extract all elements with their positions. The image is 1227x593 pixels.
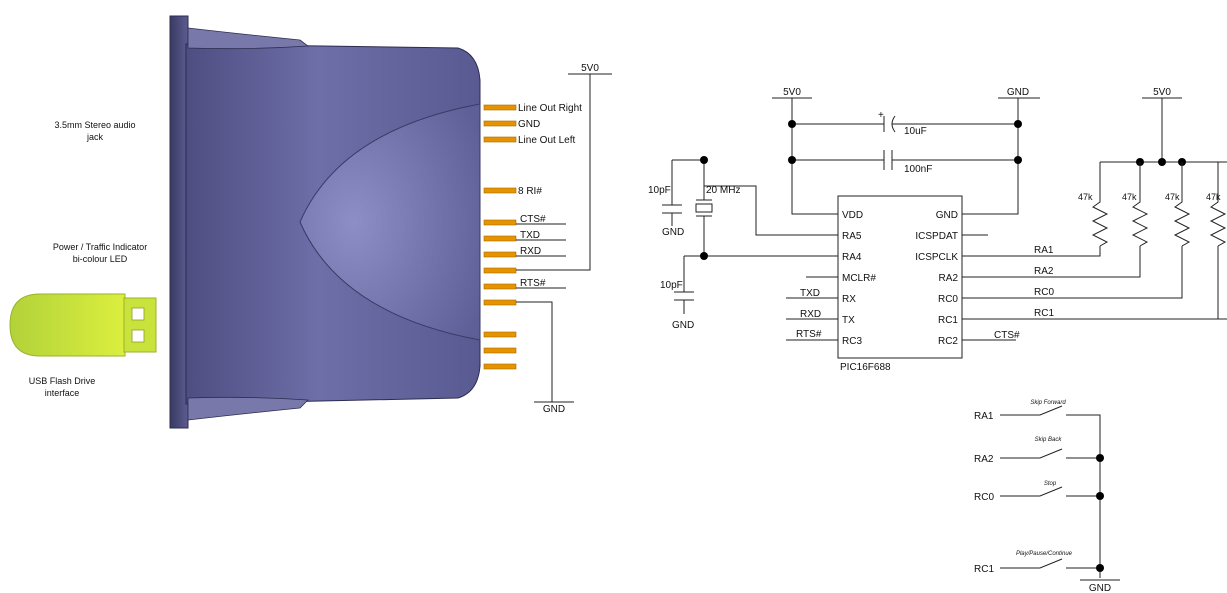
pin-label-txd: TXD — [520, 230, 540, 241]
audio-jack-label-2: jack — [86, 132, 104, 142]
pin-5v — [483, 267, 517, 274]
xcap1-label: 10pF — [648, 185, 671, 196]
pin-rxd — [483, 251, 517, 258]
chip-pin-rc1: RC1 — [938, 315, 958, 326]
pin-label-rts: RTS# — [520, 278, 546, 289]
cap-10uf-label: 10uF — [904, 126, 927, 137]
switch-net-rc0: RC0 — [974, 492, 994, 503]
cap-100nf-label: 100nF — [904, 164, 932, 175]
switch-stop-label: Stop — [1044, 481, 1057, 487]
xcap2-label: 10pF — [660, 280, 683, 291]
net-rxd-label: RXD — [800, 309, 821, 320]
chip-pin-rc3: RC3 — [842, 336, 862, 347]
pic16f688-chip — [837, 195, 963, 359]
chip-pin-rc0: RC0 — [938, 294, 958, 305]
switch-section — [1000, 405, 1120, 581]
chip-pin-icspdat: ICSPDAT — [915, 231, 958, 242]
usb-label-1: USB Flash Drive — [29, 376, 96, 386]
pullup-5v-label: 5V0 — [1153, 87, 1171, 98]
mcu-power-section — [772, 97, 1040, 215]
pin-line-out-left — [483, 136, 517, 143]
chip-right-wires — [962, 234, 1227, 341]
xcap2-gnd-label: GND — [672, 320, 694, 331]
switch-net-ra1: RA1 — [974, 411, 994, 422]
chip-pin-gnd: GND — [936, 210, 958, 221]
chip-pin-tx: TX — [842, 315, 855, 326]
pin-nc-2 — [483, 347, 517, 354]
mcu-gnd-label: GND — [1007, 87, 1029, 98]
pin-txd — [483, 235, 517, 242]
switch-skip-back-label: Skip Back — [1035, 437, 1063, 443]
switch-play-label: Play/Pause/Continue — [1016, 551, 1073, 557]
net-cts-label: CTS# — [994, 330, 1020, 341]
switch-net-ra2: RA2 — [974, 454, 994, 465]
chip-pin-mclr: MCLR# — [842, 273, 876, 284]
usb-flash-drive-icon — [9, 293, 157, 357]
chip-pin-vdd: VDD — [842, 210, 863, 221]
pullup-3-label: 47k — [1165, 192, 1180, 202]
led-label-1: Power / Traffic Indicator — [53, 242, 147, 252]
net-ra2-label: RA2 — [1034, 266, 1054, 277]
crystal-section — [662, 156, 713, 314]
pin-nc-1 — [483, 331, 517, 338]
module-pins — [483, 104, 517, 370]
pin-gnd-2 — [483, 299, 517, 306]
pullup-1-label: 47k — [1078, 192, 1093, 202]
switch-skip-forward-label: Skip Forward — [1030, 400, 1066, 406]
module-5v-label: 5V0 — [581, 63, 599, 74]
module-body — [169, 15, 481, 429]
usb-label-2: interface — [45, 388, 80, 398]
pin-label-gnd: GND — [518, 119, 540, 130]
switch-net-rc1: RC1 — [974, 564, 994, 575]
led-label-2: bi-colour LED — [73, 254, 128, 264]
module-wires — [516, 73, 612, 403]
net-ra1-label: RA1 — [1034, 245, 1054, 256]
chip-part-label: PIC16F688 — [840, 362, 891, 373]
audio-jack-label-1: 3.5mm Stereo audio — [54, 120, 135, 130]
xcap1-gnd-label: GND — [662, 227, 684, 238]
pin-label-cts: CTS# — [520, 214, 546, 225]
pin-label-line-out-right: Line Out Right — [518, 103, 582, 114]
cap-polarity-mark: + — [878, 110, 884, 121]
chip-pin-ra5: RA5 — [842, 231, 862, 242]
pin-cts — [483, 219, 517, 226]
net-rts-label: RTS# — [796, 329, 822, 340]
pin-ri — [483, 187, 517, 194]
net-txd-label: TXD — [800, 288, 820, 299]
chip-pin-rx: RX — [842, 294, 856, 305]
net-rc0-label: RC0 — [1034, 287, 1054, 298]
pin-rts — [483, 283, 517, 290]
pin-line-out-right — [483, 104, 517, 111]
pullup-section — [1091, 97, 1227, 247]
pin-label-rxd: RXD — [520, 246, 541, 257]
chip-pin-ra2: RA2 — [939, 273, 959, 284]
pin-gnd — [483, 120, 517, 127]
chip-pin-rc2: RC2 — [938, 336, 958, 347]
chip-pin-ra4: RA4 — [842, 252, 862, 263]
pullup-2-label: 47k — [1122, 192, 1137, 202]
mcu-5v-label: 5V0 — [783, 87, 801, 98]
pin-nc-3 — [483, 363, 517, 370]
chip-pin-icspclk: ICSPCLK — [915, 252, 958, 263]
crystal-label: 20 MHz — [706, 185, 740, 196]
module-gnd-label: GND — [543, 404, 565, 415]
net-rc1-label: RC1 — [1034, 308, 1054, 319]
pullup-4-label: 47k — [1206, 192, 1221, 202]
pin-label-ri: 8 RI# — [518, 186, 542, 197]
pin-label-line-out-left: Line Out Left — [518, 135, 575, 146]
switch-gnd-label: GND — [1089, 583, 1111, 593]
